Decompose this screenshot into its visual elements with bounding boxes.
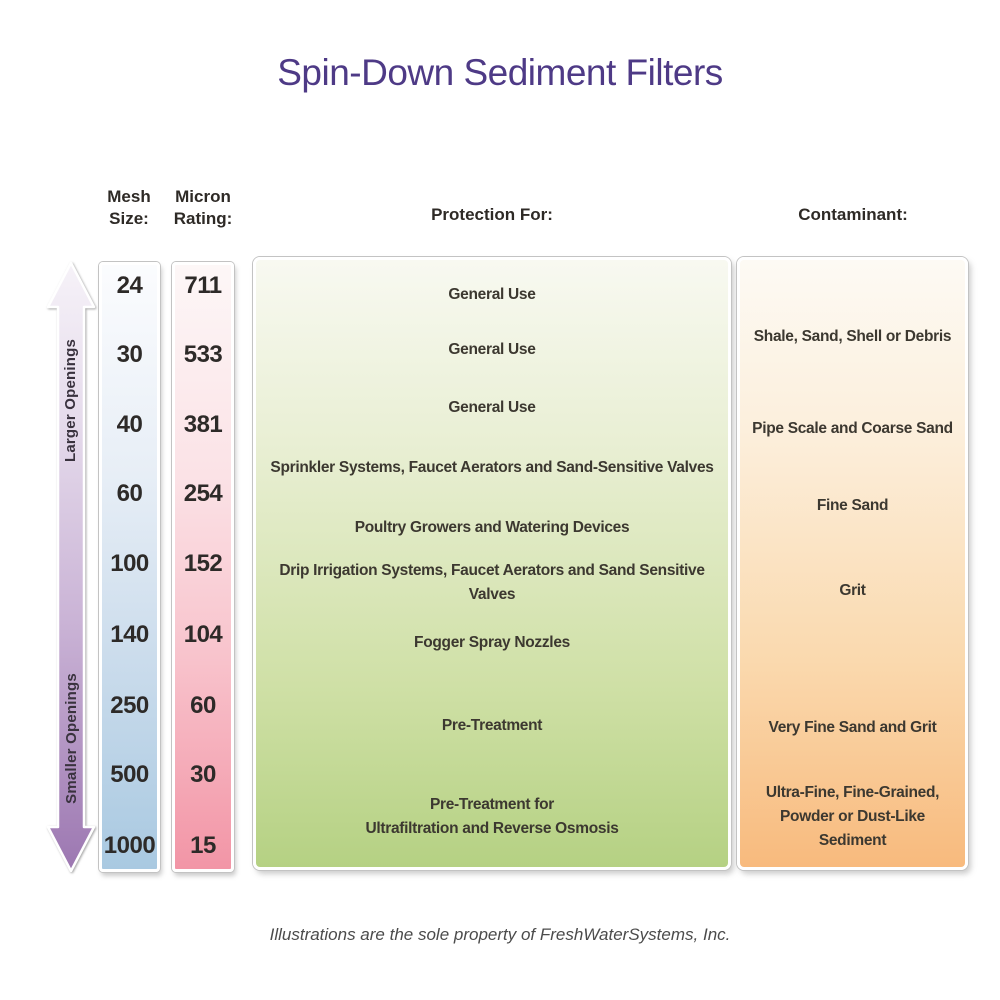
protection-row: Pre-Treatment <box>441 717 543 734</box>
contaminant-row: Ultra-Fine, Fine-Grained, Powder or Dust… <box>765 784 940 849</box>
mesh-value: 30 <box>116 341 143 368</box>
mesh-value: 140 <box>110 621 149 648</box>
protection-row: General Use <box>448 399 536 416</box>
double-arrow-icon <box>46 262 96 872</box>
page-title: Spin-Down Sediment Filters <box>277 52 723 93</box>
protection-row: General Use <box>448 341 536 358</box>
protection-row: Poultry Growers and Watering Devices <box>354 519 630 536</box>
contaminant-row: Grit <box>839 582 866 599</box>
mesh-value: 40 <box>116 411 143 438</box>
contaminant-row: Pipe Scale and Coarse Sand <box>752 420 953 437</box>
openings-scale-arrow: Larger Openings Smaller Openings <box>46 262 96 872</box>
contaminant-row: Fine Sand <box>816 497 889 514</box>
smaller-openings-label: Smaller Openings <box>62 672 80 804</box>
mesh-value: 24 <box>116 272 143 299</box>
micron-value: 30 <box>190 761 216 788</box>
mesh-value: 500 <box>110 761 149 788</box>
micron-value: 60 <box>190 692 216 719</box>
mesh-column-header: Mesh Size: <box>107 187 151 228</box>
protection-row: Drip Irrigation Systems, Faucet Aerators… <box>279 562 705 603</box>
mesh-size-column: 24 30 40 60 100 140 250 500 1000 <box>99 262 160 872</box>
mesh-value: 1000 <box>103 832 156 859</box>
micron-value: 254 <box>183 480 223 507</box>
protection-row: Pre-Treatment for Ultrafiltration and Re… <box>365 796 619 837</box>
micron-value: 152 <box>183 550 223 577</box>
mesh-value: 100 <box>110 550 149 577</box>
protection-row: Fogger Spray Nozzles <box>414 634 570 651</box>
protection-row: Sprinkler Systems, Faucet Aerators and S… <box>270 459 714 476</box>
micron-value: 381 <box>183 411 223 438</box>
micron-column-header: Micron Rating: <box>173 187 233 228</box>
micron-value: 15 <box>190 832 216 859</box>
protection-column-header: Protection For: <box>431 205 553 224</box>
micron-value: 711 <box>184 272 222 299</box>
contaminant-row: Very Fine Sand and Grit <box>768 719 937 736</box>
mesh-value: 250 <box>110 692 149 719</box>
mesh-value: 60 <box>116 480 143 507</box>
larger-openings-label: Larger Openings <box>62 338 80 462</box>
contaminant-column-header: Contaminant: <box>798 205 908 224</box>
contaminant-panel: Shale, Sand, Shell or Debris Pipe Scale … <box>737 257 968 870</box>
protection-for-panel: General Use General Use General Use Spri… <box>253 257 731 870</box>
micron-value: 104 <box>183 621 223 648</box>
contaminant-row: Shale, Sand, Shell or Debris <box>753 328 952 345</box>
micron-value: 533 <box>183 341 223 368</box>
protection-row: General Use <box>448 286 536 303</box>
micron-rating-column: 711 533 381 254 152 104 60 30 15 <box>172 262 234 872</box>
copyright-note: Illustrations are the sole property of F… <box>269 925 731 944</box>
